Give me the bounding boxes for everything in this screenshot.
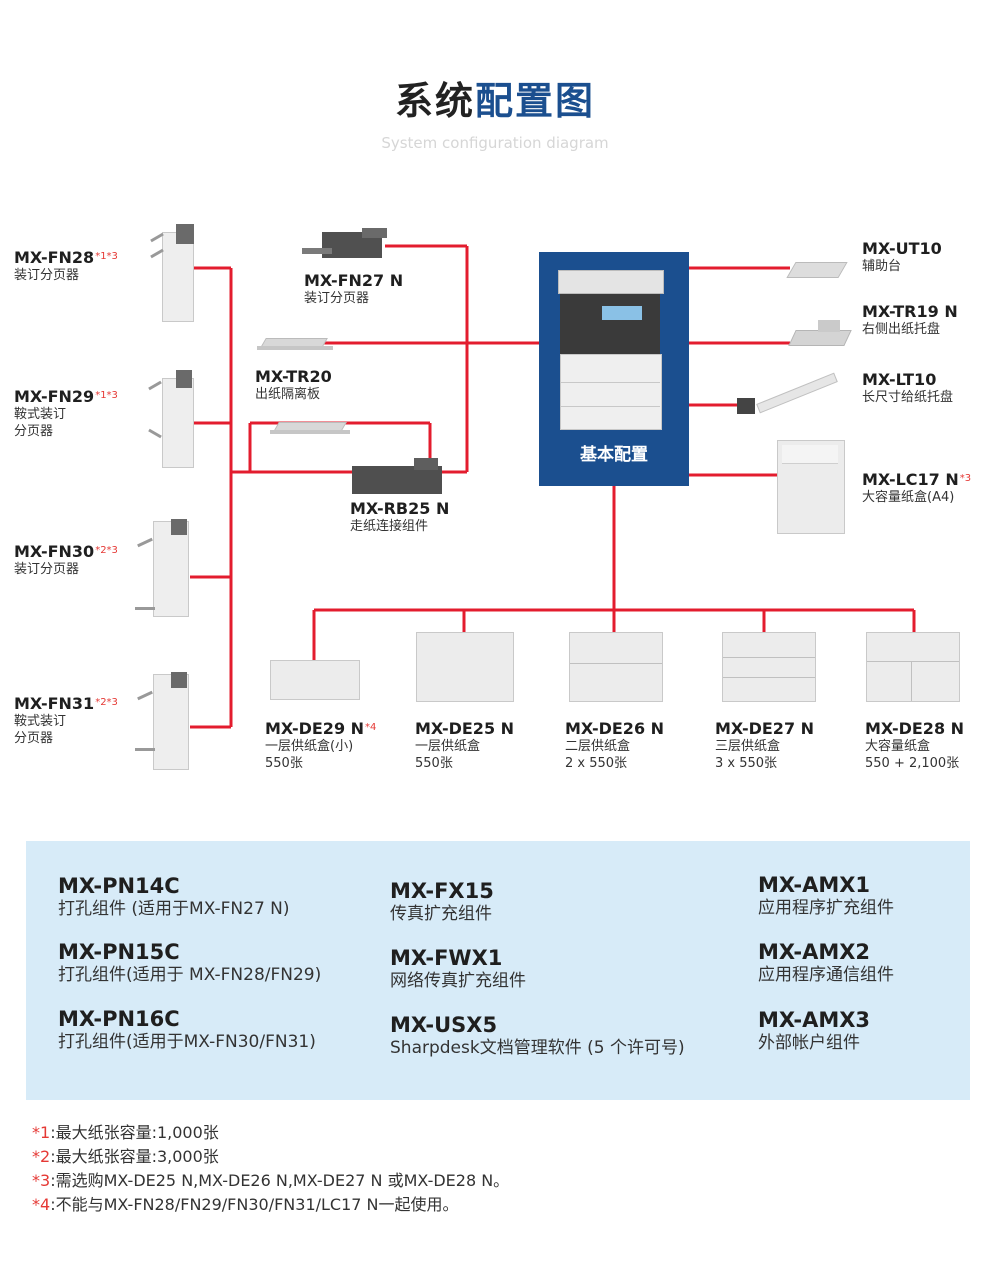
de26-image	[569, 632, 663, 702]
fn27-image	[302, 228, 387, 264]
finisher-fn31-image	[135, 670, 190, 770]
de25-label: MX-DE25 N 一层供纸盒 550张	[415, 719, 515, 772]
copier-image	[556, 270, 666, 430]
page-subtitle: System configuration diagram	[381, 134, 609, 152]
footnote-3: *3:需选购MX-DE25 N,MX-DE26 N,MX-DE27 N 或MX-…	[32, 1171, 510, 1190]
finisher-fn28-label: MX-FN28*1*3 装订分页器	[14, 248, 118, 284]
option-usx5: MX-USX5 Sharpdesk文档管理软件 (5 个许可号)	[390, 1013, 685, 1058]
option-pn16c: MX-PN16C 打孔组件(适用于MX-FN30/FN31)	[58, 1007, 316, 1052]
option-pn15c: MX-PN15C 打孔组件(适用于 MX-FN28/FN29)	[58, 940, 322, 985]
tr20-label: MX-TR20 出纸隔离板	[255, 367, 332, 403]
finisher-fn29-label: MX-FN29*1*3 鞍式装订 分页器	[14, 387, 118, 440]
ut10-image	[785, 256, 848, 286]
de25-image	[416, 632, 514, 702]
de27-image	[722, 632, 816, 702]
footnotes: *1:最大纸张容量:1,000张 *2:最大纸张容量:3,000张 *3:需选购…	[32, 1121, 509, 1217]
de28-label: MX-DE28 N 大容量纸盒 550 + 2,100张	[865, 719, 965, 772]
de28-image	[866, 632, 960, 702]
de29-label: MX-DE29 N*4 一层供纸盒(小) 550张	[265, 719, 377, 772]
lc17-image	[777, 440, 845, 534]
finisher-fn31-label: MX-FN31*2*3 鞍式装订 分页器	[14, 694, 118, 747]
option-fwx1: MX-FWX1 网络传真扩充组件	[390, 946, 526, 991]
title-part1: 系统	[394, 79, 475, 123]
option-amx2: MX-AMX2 应用程序通信组件	[758, 940, 894, 985]
tr20-upper-image	[255, 336, 335, 356]
option-fx15: MX-FX15 传真扩充组件	[390, 879, 494, 924]
finisher-fn30-label: MX-FN30*2*3 装订分页器	[14, 542, 118, 578]
finisher-fn28-image	[150, 222, 195, 322]
lt10-label: MX-LT10 长尺寸给纸托盘	[862, 370, 954, 406]
footnote-2: *2:最大纸张容量:3,000张	[32, 1147, 219, 1166]
footnote-1: *1:最大纸张容量:1,000张	[32, 1123, 219, 1142]
tr19-label: MX-TR19 N 右侧出纸托盘	[862, 302, 958, 338]
lt10-image	[737, 372, 849, 420]
option-amx3: MX-AMX3 外部帐户组件	[758, 1008, 871, 1053]
page-title: 系统配置图	[0, 70, 990, 125]
footnote-4: *4:不能与MX-FN28/FN29/FN30/FN31/LC17 N一起使用。	[32, 1195, 459, 1214]
de29-image	[270, 660, 360, 700]
fn27-label: MX-FN27 N 装订分页器	[304, 271, 404, 307]
finisher-fn30-image	[135, 517, 190, 617]
base-configuration-label: 基本配置	[580, 445, 648, 465]
finisher-fn29-image	[148, 368, 194, 468]
option-amx1: MX-AMX1 应用程序扩充组件	[758, 873, 894, 918]
lc17-label: MX-LC17 N*3 大容量纸盒(A4)	[862, 470, 972, 506]
de27-label: MX-DE27 N 三层供纸盒 3 x 550张	[715, 719, 815, 772]
options-panel	[26, 841, 970, 1100]
tr19-image	[788, 316, 852, 356]
de26-label: MX-DE26 N 二层供纸盒 2 x 550张	[565, 719, 665, 772]
title-part2: 配置图	[475, 79, 596, 123]
rb25-label: MX-RB25 N 走纸连接组件	[350, 499, 450, 535]
ut10-label: MX-UT10 辅助台	[862, 239, 942, 275]
rb25-image	[352, 458, 444, 496]
tr20-lower-image	[268, 420, 353, 440]
option-pn14c: MX-PN14C 打孔组件 (适用于MX-FN27 N)	[58, 874, 290, 919]
